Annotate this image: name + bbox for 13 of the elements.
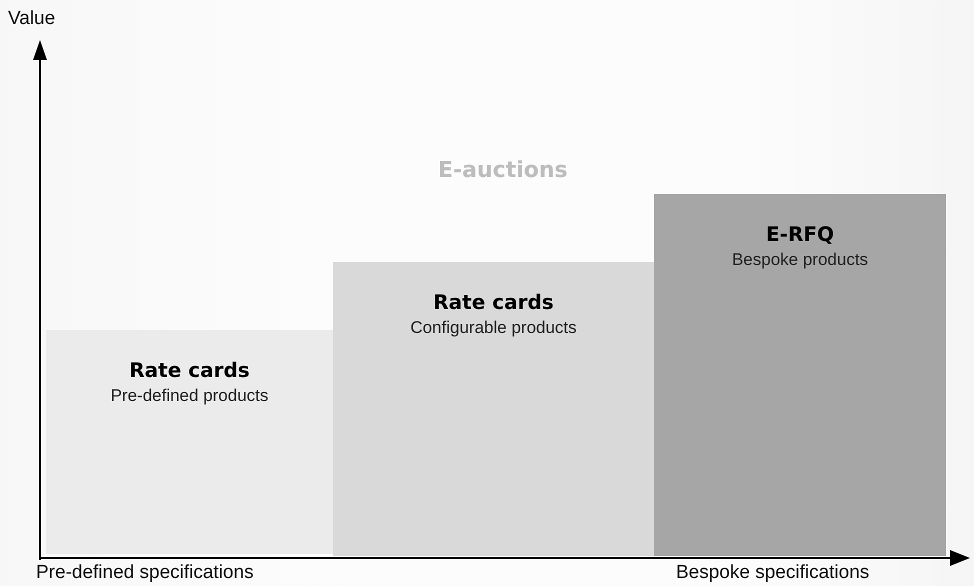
axis-label: Pre-defined specifications xyxy=(36,562,254,584)
bar-description: Bespoke products xyxy=(732,250,868,270)
step-bar xyxy=(333,262,654,556)
axis-label: Bespoke specifications xyxy=(676,562,870,584)
step-bar xyxy=(46,330,333,554)
axis-title: Value xyxy=(8,8,56,30)
axis-region-label: E-auctions xyxy=(438,160,568,182)
bar-heading: Rate cards xyxy=(129,358,250,382)
bar-heading: Rate cards xyxy=(433,290,554,314)
step-bar xyxy=(654,194,946,556)
bar-heading: E-RFQ xyxy=(766,222,834,246)
bar-description: Configurable products xyxy=(410,318,577,338)
bar-description: Pre-defined products xyxy=(110,386,268,406)
